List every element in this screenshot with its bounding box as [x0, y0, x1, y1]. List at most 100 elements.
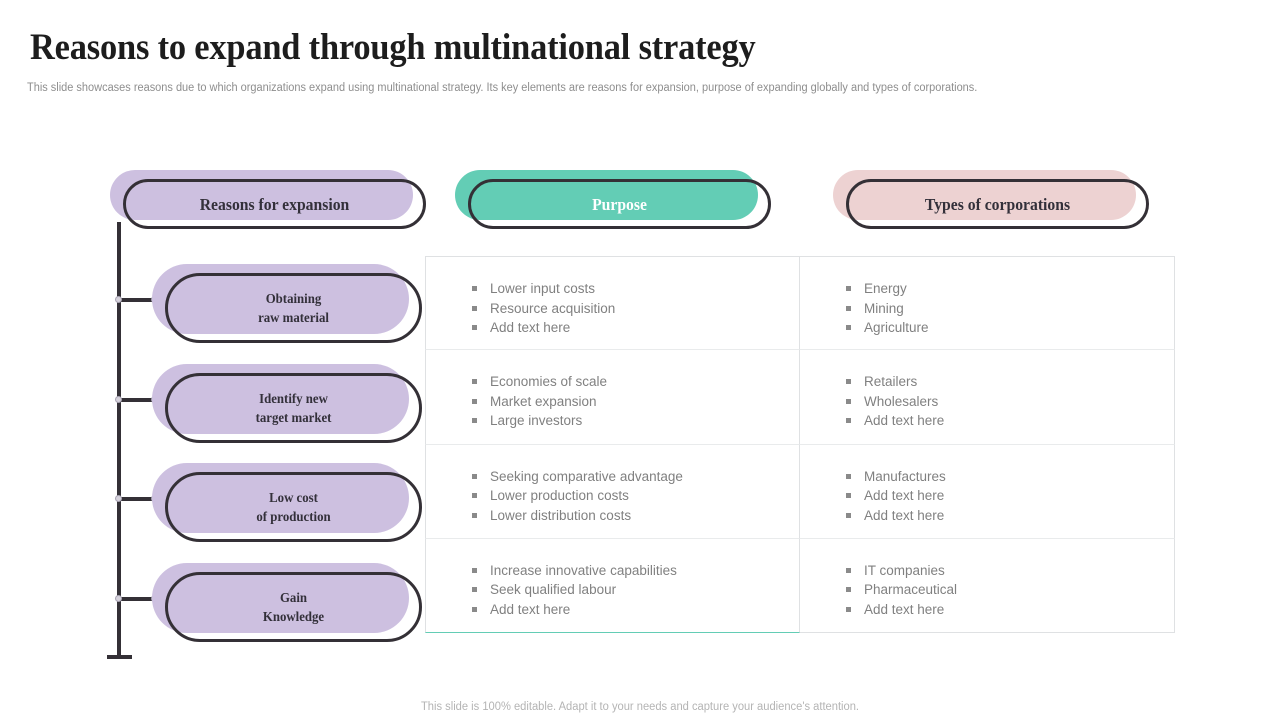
- header-pill-types-of-corporations[interactable]: Types of corporations: [833, 170, 1149, 229]
- bullet-square-icon: [472, 493, 477, 498]
- page-title: Reasons to expand through multinational …: [30, 27, 756, 68]
- reason-pill-outline-2: [165, 373, 422, 443]
- bullet-square-icon: [472, 473, 477, 479]
- bullet-square-icon: [472, 587, 477, 593]
- bullet-square-icon: [472, 305, 477, 311]
- bullet-square-icon: [846, 418, 851, 424]
- types-cell-4[interactable]: IT companies Pharmaceutical Add text her…: [800, 538, 1175, 633]
- types-cell-3[interactable]: Manufactures Add text here Add text here: [800, 444, 1175, 539]
- list-item-text: Add text here: [864, 488, 945, 503]
- list-item-text: Seek qualified labour: [490, 582, 617, 598]
- bullet-square-icon: [846, 379, 851, 385]
- reason-pill-1[interactable]: Obtaining raw material: [152, 264, 422, 343]
- reason-pill-label-1: Obtaining raw material: [171, 273, 415, 343]
- bullet-square-icon: [472, 286, 477, 291]
- list-item-text: Resource acquisition: [490, 300, 616, 316]
- list-item-text: Add text here: [490, 601, 571, 617]
- header-label-purpose: Purpose: [592, 194, 647, 214]
- list-item: IT companies: [846, 561, 1174, 581]
- reason-pill-line2-4: Knowledge: [262, 609, 325, 624]
- reason-pill-label-2: Identify new target market: [171, 373, 415, 443]
- header-pill-reasons-for-expansion[interactable]: Reasons for expansion: [110, 170, 426, 229]
- connector-node-trunk-4: [115, 595, 122, 602]
- purpose-cell-2[interactable]: Economies of scale Market expansion Larg…: [425, 350, 800, 445]
- list-item: Add text here: [472, 600, 799, 620]
- list-item: Energy: [846, 279, 1174, 299]
- list-item: Economies of scale: [472, 372, 799, 392]
- reason-pill-line2-3: of production: [256, 509, 331, 524]
- reason-pill-line2-2: target market: [255, 410, 332, 425]
- list-item-text: Lower input costs: [490, 281, 596, 296]
- connector-branch-2: [119, 398, 159, 402]
- bullet-square-icon: [472, 325, 477, 330]
- reason-pill-4[interactable]: Gain Knowledge: [152, 563, 422, 642]
- types-cell-2[interactable]: Retailers Wholesalers Add text here: [800, 350, 1175, 445]
- reason-pill-3[interactable]: Low cost of production: [152, 463, 422, 542]
- list-item: Lower input costs: [472, 279, 799, 299]
- bullet-square-icon: [846, 305, 851, 311]
- reason-pill-label-4: Gain Knowledge: [171, 572, 415, 642]
- list-item-text: Large investors: [490, 413, 583, 429]
- list-item: Manufactures: [846, 467, 1174, 487]
- purpose-cell-1[interactable]: Lower input costs Resource acquisition A…: [425, 256, 800, 351]
- purpose-cell-4[interactable]: Increase innovative capabilities Seek qu…: [425, 538, 800, 633]
- content-grid: Lower input costs Resource acquisition A…: [425, 256, 1175, 633]
- header-pill-outline-1: [123, 179, 426, 229]
- list-item-text: Retailers: [864, 374, 918, 390]
- list-item: Mining: [846, 299, 1174, 319]
- connector-branch-3: [119, 497, 159, 501]
- header-pill-outline-2: [468, 179, 771, 229]
- table-row: Economies of scale Market expansion Larg…: [425, 350, 1175, 445]
- page-subtitle: This slide showcases reasons due to whic…: [27, 82, 978, 94]
- list-item-text: Add text here: [864, 601, 945, 617]
- list-item: Market expansion: [472, 392, 799, 412]
- bullet-square-icon: [846, 473, 851, 479]
- header-pill-outline-3: [846, 179, 1149, 229]
- bullet-square-icon: [846, 512, 851, 518]
- reason-pill-outline-3: [165, 472, 422, 542]
- list-item: Add text here: [846, 411, 1174, 431]
- list-item-text: Add text here: [864, 507, 945, 523]
- table-row: Increase innovative capabilities Seek qu…: [425, 538, 1175, 633]
- bullet-square-icon: [846, 398, 851, 404]
- list-item-text: Seeking comparative advantage: [490, 468, 683, 484]
- list-item: Add text here: [846, 600, 1174, 620]
- bullet-square-icon: [846, 325, 851, 330]
- reason-pill-2[interactable]: Identify new target market: [152, 364, 422, 443]
- connector-node-trunk-3: [115, 495, 122, 502]
- reason-pill-label-3: Low cost of production: [171, 472, 415, 542]
- reason-pill-line2-1: raw material: [258, 310, 329, 325]
- bullet-square-icon: [846, 493, 851, 498]
- list-item-text: Lower distribution costs: [490, 507, 632, 523]
- list-item-text: Energy: [864, 281, 907, 296]
- list-item-text: Increase innovative capabilities: [490, 562, 677, 578]
- bullet-square-icon: [472, 398, 477, 404]
- list-item-text: Wholesalers: [864, 393, 939, 409]
- list-item-text: IT companies: [864, 562, 945, 578]
- header-pill-purpose[interactable]: Purpose: [455, 170, 771, 229]
- list-item: Seek qualified labour: [472, 580, 799, 600]
- connector-trunk: [117, 222, 121, 658]
- connector-foot: [107, 655, 132, 659]
- table-row: Seeking comparative advantage Lower prod…: [425, 444, 1175, 539]
- list-item: Increase innovative capabilities: [472, 561, 799, 581]
- bullet-square-icon: [472, 567, 477, 573]
- list-item-text: Pharmaceutical: [864, 582, 958, 598]
- list-item-text: Market expansion: [490, 393, 597, 409]
- list-item: Retailers: [846, 372, 1174, 392]
- list-item: Pharmaceutical: [846, 580, 1174, 600]
- types-cell-1[interactable]: Energy Mining Agriculture: [800, 256, 1175, 351]
- list-item: Wholesalers: [846, 392, 1174, 412]
- bullet-square-icon: [472, 418, 477, 424]
- header-label-types-of-corporations: Types of corporations: [924, 194, 1071, 214]
- list-item: Add text here: [846, 506, 1174, 526]
- bullet-square-icon: [472, 606, 477, 612]
- list-item-text: Mining: [864, 300, 904, 316]
- purpose-cell-3[interactable]: Seeking comparative advantage Lower prod…: [425, 444, 800, 539]
- reason-pill-line1-2: Identify new: [259, 391, 328, 406]
- connector-branch-1: [119, 298, 159, 302]
- list-item: Agriculture: [846, 318, 1174, 338]
- list-item: Add text here: [472, 318, 799, 338]
- bullet-square-icon: [472, 512, 477, 518]
- list-item-text: Add text here: [490, 320, 571, 335]
